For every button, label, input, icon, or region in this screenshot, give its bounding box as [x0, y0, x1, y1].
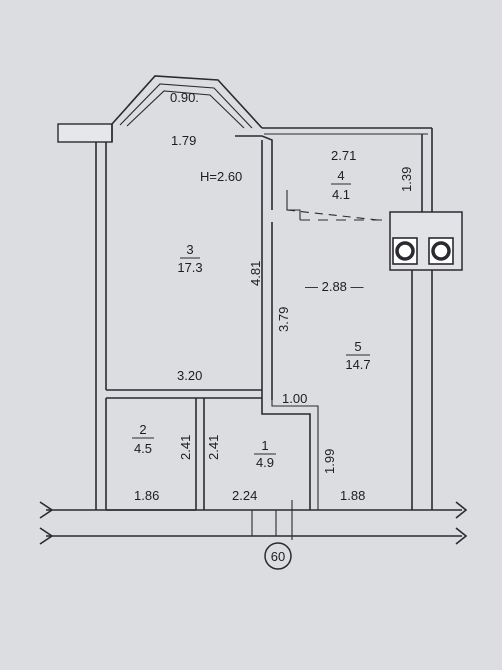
bay-window [111, 75, 263, 129]
room-4-walls [262, 127, 433, 221]
room-2-label: 2 4.5 [132, 422, 154, 456]
room-3-label: 3 17.3 [177, 242, 202, 275]
room4-width-dim: 2.71 [331, 148, 356, 163]
room-area: 4.5 [134, 441, 152, 456]
room3-top-dim: 1.79 [171, 133, 196, 148]
room2-depth-dim: 2.41 [178, 435, 193, 460]
room-1-label: 1 4.9 [254, 438, 276, 470]
room-area: 17.3 [177, 260, 202, 275]
room-number: 1 [261, 438, 268, 453]
room-number: 3 [186, 242, 193, 257]
room4-depth-dim: 1.39 [399, 167, 414, 192]
room5-depth-dim: 3.79 [276, 307, 291, 332]
bay-dimension: 0.90. [170, 90, 199, 105]
room-number: 4 [337, 168, 344, 183]
room-5-walls [261, 222, 433, 510]
room-area: 14.7 [345, 357, 370, 372]
room5-width-dim: — 2.88 — [305, 279, 364, 294]
room3-depth-dim: 4.81 [248, 261, 263, 286]
step-width-dim: 1.00 [282, 391, 307, 406]
height-label: H=2.60 [200, 169, 242, 184]
balcony-marker-circle [264, 542, 292, 570]
balcony-marker: 60 [271, 549, 285, 564]
bottom-mid-dim: 2.24 [232, 488, 257, 503]
bottom-left-dim: 1.86 [134, 488, 159, 503]
room1-depth-dim: 2.41 [206, 435, 221, 460]
room-number: 5 [354, 339, 361, 354]
room-area: 4.9 [256, 455, 274, 470]
ventilation-block [389, 211, 463, 271]
room-number: 2 [139, 422, 146, 437]
bottom-wall [39, 500, 468, 545]
room-5-label: 5 14.7 [345, 339, 370, 372]
room-3-walls [95, 124, 273, 510]
bottom-right-dim: 1.88 [340, 488, 365, 503]
room-area: 4.1 [332, 187, 350, 202]
room5-lower-depth-dim: 1.99 [322, 449, 337, 474]
left-wall-stub [57, 123, 113, 143]
room3-bottom-dim: 3.20 [177, 368, 202, 383]
room-4-label: 4 4.1 [331, 168, 351, 202]
